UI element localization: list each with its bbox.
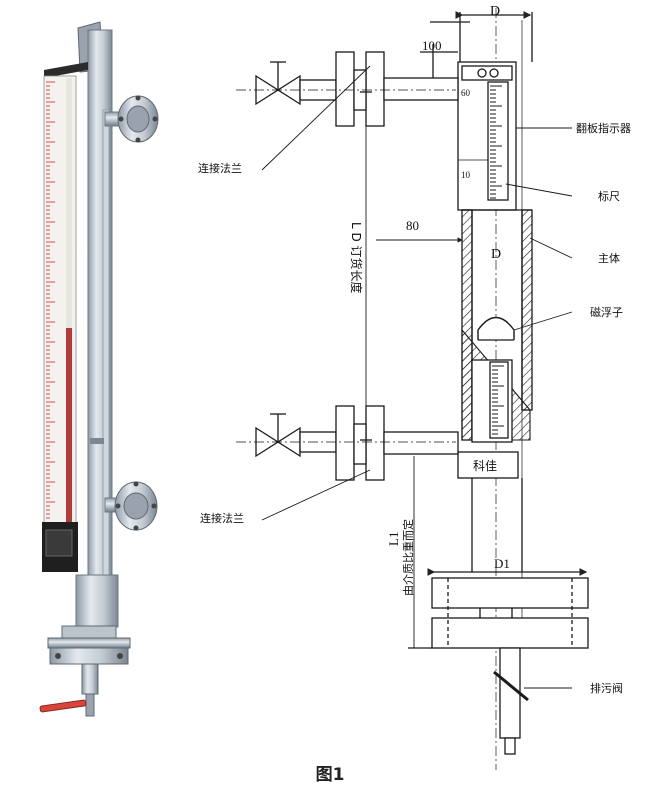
bottom-length-note: 由介质比重而定: [401, 519, 415, 596]
center-distance-label: L D 订货长度: [349, 222, 364, 294]
label-indicator: 翻板指示器: [576, 121, 631, 135]
ruler-ticks-bottom: [492, 365, 504, 435]
dim-top-width: [430, 11, 533, 62]
body-diameter-label: D: [491, 247, 501, 262]
photo-lower-flange: [104, 481, 158, 531]
ruler-ticks-top: [490, 85, 502, 199]
label-flange-lower: 连接法兰: [200, 511, 244, 525]
product-photo: [39, 21, 159, 717]
brand-label: 科佳: [473, 459, 497, 473]
lower-connection: [236, 405, 459, 481]
dim-80-label: 80: [406, 218, 419, 233]
dim-top-width-label: D: [490, 4, 500, 19]
dim-100-label: 100: [422, 38, 442, 53]
lower-indicator: [461, 328, 531, 443]
technical-drawing: [236, 8, 589, 770]
photo-flap-indicator: [42, 62, 88, 572]
photo-scale-ticks: [46, 81, 55, 519]
label-flange-upper: 连接法兰: [198, 161, 242, 175]
bottom-flange-assembly: [431, 577, 589, 649]
drain-valve: [493, 647, 529, 755]
label-float: 磁浮子: [590, 306, 623, 319]
upper-connection: [236, 51, 459, 127]
photo-upper-flange: [104, 95, 159, 143]
label-main-body: 主体: [598, 251, 620, 265]
photo-drain-valve: [39, 663, 99, 717]
figure-caption: 图1: [315, 765, 345, 785]
label-drain-valve: 排污阀: [590, 681, 623, 695]
scale-mark-60: 60: [461, 88, 471, 98]
photo-bottom-flange: [47, 625, 131, 665]
scale-mark-10: 10: [461, 170, 471, 180]
magnetic-float: [477, 316, 515, 341]
label-ruler: 标尺: [598, 189, 620, 203]
brand-box: [457, 451, 519, 479]
bottom-length-symbol: L1: [386, 532, 401, 546]
flange-diameter-label: D1: [494, 556, 510, 571]
flap-indicator-box: [457, 61, 517, 211]
